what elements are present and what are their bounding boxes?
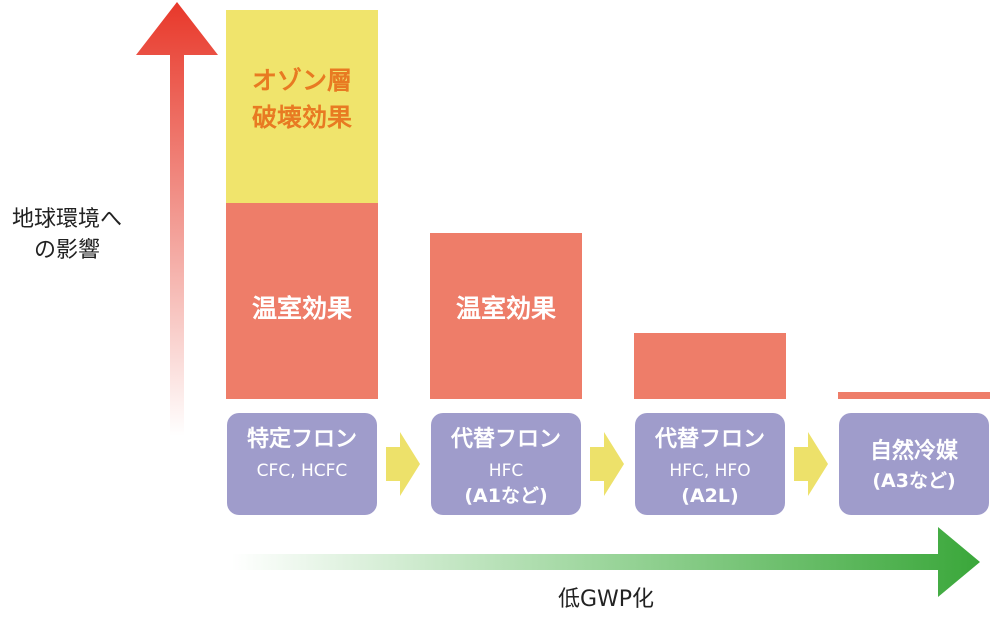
up-arrow-icon (136, 2, 218, 436)
ozone-label-line-2: 破壊効果 (252, 103, 352, 132)
y-axis-label-line-1: 地球環境へ (12, 207, 122, 232)
greenhouse-bar-segment-3 (634, 333, 786, 399)
greenhouse-label-1: 温室効果 (252, 294, 352, 323)
step-arrow-icon-2 (590, 432, 624, 496)
stage-box-1: 特定フロン CFC, HCFC (227, 413, 377, 515)
stage-sub-3a: HFC, HFO (669, 461, 750, 481)
stage-title-3: 代替フロン (654, 427, 765, 452)
ozone-depletion-bar-segment (226, 10, 378, 203)
stage-title-1: 特定フロン (247, 426, 357, 452)
stage-sub-3b: (A2L) (681, 485, 738, 507)
stage-sub-1: CFC, HCFC (257, 461, 348, 481)
ozone-label-line-1: オゾン層 (252, 66, 352, 95)
stage-box-3: 代替フロン HFC, HFO (A2L) (635, 413, 785, 515)
x-axis-label: 低GWP化 (558, 587, 654, 612)
stage-sub-2b: (A1など) (464, 485, 547, 507)
stage-title-2: 代替フロン (450, 427, 561, 452)
greenhouse-label-2: 温室効果 (456, 294, 556, 323)
stage-sub-2a: HFC (489, 461, 523, 481)
right-arrow-icon (232, 527, 980, 597)
greenhouse-bar-segment-2 (430, 233, 582, 399)
y-axis-label-line-2: の影響 (34, 238, 100, 263)
stage-box-4: 自然冷媒 (A3など) (839, 413, 989, 515)
step-arrow-icon-3 (794, 432, 828, 496)
stage-box-2: 代替フロン HFC (A1など) (431, 413, 581, 515)
step-arrow-icon-1 (386, 432, 420, 496)
greenhouse-bar-segment-1 (226, 203, 378, 399)
stage-sub-4: (A3など) (872, 470, 955, 492)
greenhouse-bar-segment-4 (838, 392, 990, 399)
stage-title-4: 自然冷媒 (870, 438, 959, 464)
